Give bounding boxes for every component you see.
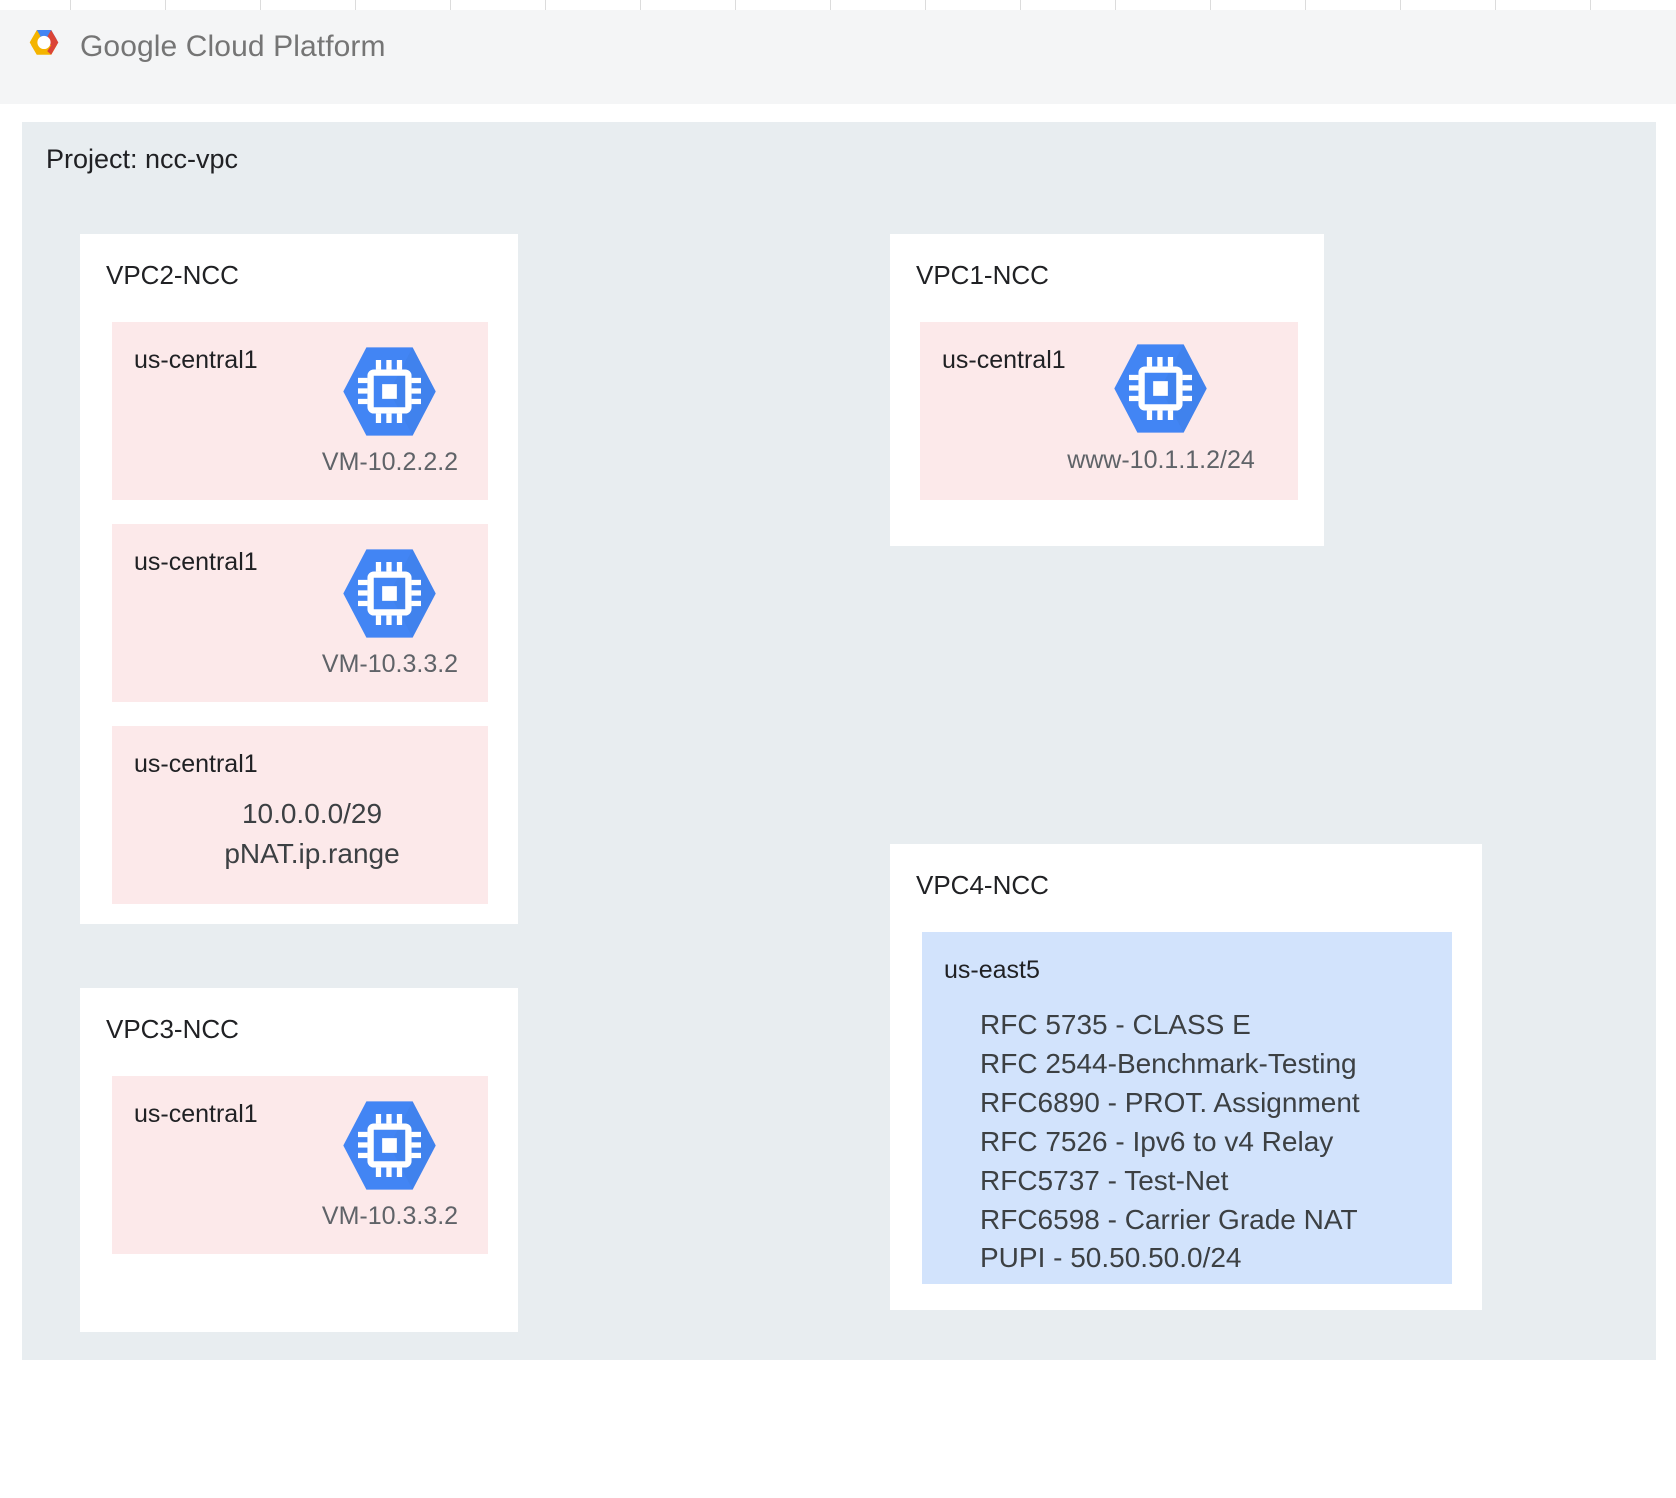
subnet-block-vpc3-1[interactable]: us-central1 (112, 1076, 488, 1254)
subnet-zone-label: us-central1 (134, 1100, 258, 1128)
vpc-card-vpc1[interactable]: VPC1-NCC us-central1 (890, 234, 1324, 546)
compute-vm-icon (1114, 344, 1207, 433)
brand-logo[interactable]: Google Cloud Platform (22, 25, 386, 69)
vpc-card-vpc4[interactable]: VPC4-NCC us-east5 RFC 5735 - CLASS E RFC… (890, 844, 1482, 1310)
brand-text-bold: Google (80, 30, 178, 63)
subnet-block-vpc2-3[interactable]: us-central1 10.0.0.0/29 pNAT.ip.range (112, 726, 488, 904)
project-label: Project: ncc-vpc (46, 144, 239, 174)
compute-vm-icon (343, 1101, 436, 1190)
compute-vm-icon (343, 549, 436, 638)
subnet-block-vpc1-1[interactable]: us-central1 (920, 322, 1298, 500)
vm-label: VM-10.3.3.2 (321, 1202, 459, 1230)
project-panel: Project: ncc-vpc VPC2-NCC us-central1 (22, 122, 1656, 1360)
subnet-zone-label: us-central1 (134, 750, 258, 778)
subnet-zone-label: us-central1 (134, 346, 258, 374)
vpc-title-vpc4: VPC4-NCC (916, 870, 1049, 900)
vpc-card-vpc2[interactable]: VPC2-NCC us-central1 (80, 234, 518, 924)
brand-text: Google Cloud Platform (80, 30, 386, 64)
topbar-gridline-strip (0, 0, 1676, 10)
top-bar: Google Cloud Platform (0, 0, 1676, 104)
subnet-block-vpc2-1[interactable]: us-central1 (112, 322, 488, 500)
vpc-title-vpc3: VPC3-NCC (106, 1014, 239, 1044)
subnet-zone-label: us-central1 (942, 346, 1066, 374)
vpc-title-vpc1: VPC1-NCC (916, 260, 1049, 290)
vpc-title-vpc2: VPC2-NCC (106, 260, 239, 290)
brand-text-rest: Cloud Platform (177, 30, 386, 63)
subnet-zone-label: us-central1 (134, 548, 258, 576)
pnat-range-text: 10.0.0.0/29 pNAT.ip.range (224, 798, 400, 869)
vm-label: VM-10.2.2.2 (321, 448, 459, 476)
subnet-block-vpc4-1[interactable]: us-east5 RFC 5735 - CLASS E RFC 2544-Ben… (922, 932, 1452, 1284)
subnet-block-vpc2-2[interactable]: us-central1 (112, 524, 488, 702)
vpc-card-vpc3[interactable]: VPC3-NCC us-central1 (80, 988, 518, 1332)
vm-label: VM-10.3.3.2 (321, 650, 459, 678)
vm-label: www-10.1.1.2/24 (1067, 446, 1255, 474)
google-cloud-platform-logo-icon (29, 30, 59, 55)
subnet-zone-label: us-east5 (944, 956, 1040, 984)
rfc-list-text: RFC 5735 - CLASS E RFC 2544-Benchmark-Te… (980, 1009, 1360, 1274)
compute-vm-icon (343, 347, 436, 436)
